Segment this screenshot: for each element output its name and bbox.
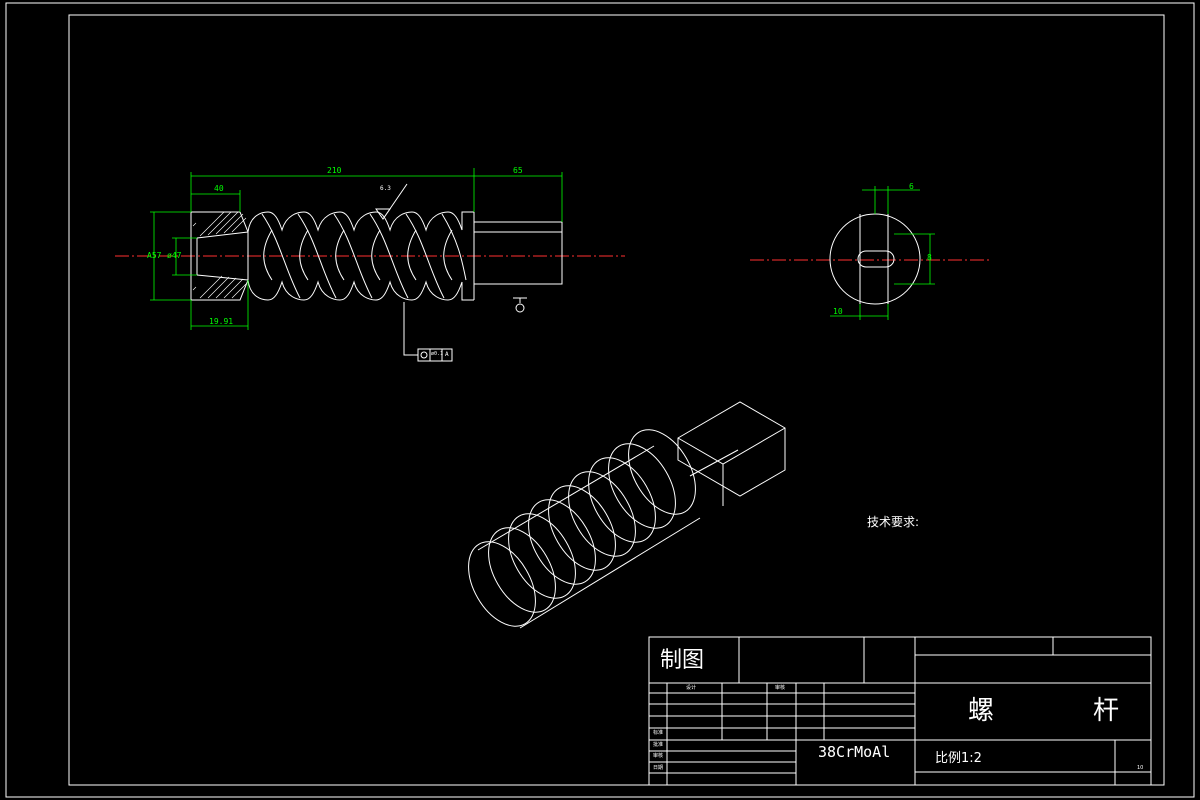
dim-hub-label: 40 xyxy=(214,184,224,193)
section-view xyxy=(750,213,992,305)
title-small-label-1: 设计 xyxy=(686,685,697,691)
tolerance-frame xyxy=(417,348,453,362)
shaft-outline xyxy=(473,221,563,285)
iso-keyway xyxy=(689,449,739,477)
dim-key-width-label: 6 xyxy=(909,182,914,191)
tolerance-leader xyxy=(403,302,418,356)
title-small-label-5: 审核 xyxy=(653,753,664,759)
iso-thread-top xyxy=(477,445,655,551)
dim-key-depth-label: 8 xyxy=(927,253,932,262)
dim-bore-length-label: 19.91 xyxy=(209,317,234,326)
part-name-second-char: 杆 xyxy=(1093,696,1120,726)
inner-frame xyxy=(68,14,1165,786)
tech-requirements-label: 技术要求: xyxy=(867,515,920,529)
front-view xyxy=(115,183,625,362)
datum-symbol xyxy=(513,297,527,313)
datum-label: A xyxy=(445,351,449,358)
section-circle xyxy=(829,213,921,305)
section-dimensions xyxy=(830,186,935,320)
section-hatching xyxy=(192,211,247,299)
title-small-label-2: 审核 xyxy=(775,685,786,691)
tolerance-value-label: ø0.1 xyxy=(431,351,444,357)
scale-label: 比例1:2 xyxy=(935,751,982,766)
keyway-slot xyxy=(857,250,895,268)
iso-threads xyxy=(468,429,696,627)
bore-outline xyxy=(196,231,249,281)
surface-finish-label: 6.3 xyxy=(380,185,391,192)
dim-inner-dia-label: ø47 xyxy=(167,251,182,260)
title-small-label-3: 标准 xyxy=(653,730,664,736)
iso-shaft-edges xyxy=(677,427,786,506)
isometric-view xyxy=(468,401,786,629)
dim-overall-label: 210 xyxy=(327,166,342,175)
part-name-first-char: 螺 xyxy=(968,696,995,726)
dim-bottom-label: 10 xyxy=(833,307,843,316)
thread-flanks xyxy=(261,213,467,299)
thread-top xyxy=(247,211,474,233)
thread-bottom xyxy=(247,279,474,301)
drawn-by-label: 制图 xyxy=(660,648,705,673)
dim-shaft-label: 65 xyxy=(513,166,523,175)
title-small-label-6: 日期 xyxy=(653,765,664,771)
dim-outer-dia-label: A57 xyxy=(147,251,162,260)
material-label: 38CrMoAl xyxy=(818,743,891,761)
outer-frame xyxy=(5,2,1195,798)
iso-thread-bottom xyxy=(519,517,701,629)
sheet-number-label: 10 xyxy=(1137,765,1144,771)
iso-shaft-end xyxy=(677,401,786,497)
title-small-label-4: 批准 xyxy=(653,742,664,748)
surface-finish-symbol xyxy=(375,183,408,220)
title-block xyxy=(648,636,1152,786)
front-dimensions xyxy=(150,168,563,330)
